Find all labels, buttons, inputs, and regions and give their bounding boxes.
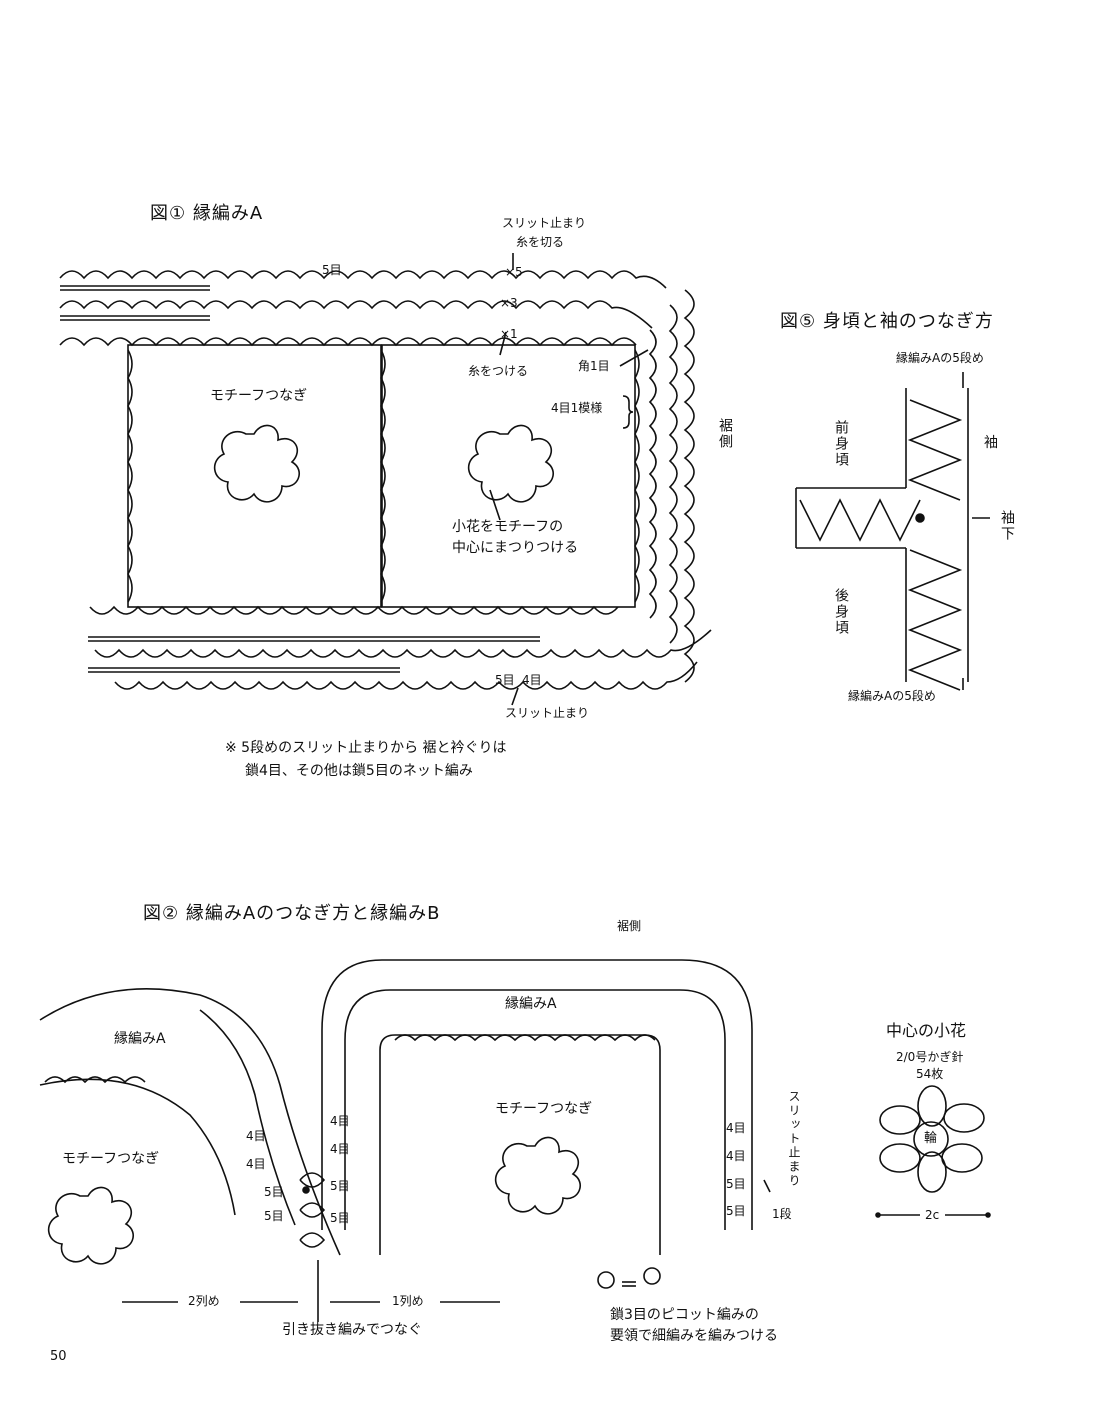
fig1-right-edge-2: [668, 304, 678, 644]
fig2-right-4a: 4目: [330, 1114, 350, 1128]
fig1-pattern-repeat-label: 4目1模様: [551, 401, 603, 415]
fig2-drawing: [39, 959, 771, 1322]
fig1-cut-yarn-label: 糸を切る: [516, 235, 565, 249]
fig1-motif-left: [127, 344, 382, 608]
fig2-far-right-4a: 4目: [726, 1121, 746, 1135]
fig2-edging-center-label: 縁編みA: [505, 996, 557, 1012]
fig2-picot-note-line2: 要領で細編みを編みつける: [610, 1328, 778, 1344]
fig2-join-chain: [299, 1172, 326, 1248]
fig2-center-inner: [379, 1034, 661, 1255]
fig2-motif-center-label: モチーフつなぎ: [495, 1101, 593, 1117]
fig1-bottom-4-label: 4目: [522, 673, 542, 687]
fig1-right-edge-3: [683, 289, 695, 683]
fig1-right-edge-1: [648, 329, 657, 619]
fig5-title: 図⑤ 身頃と袖のつなぎ方: [780, 311, 994, 332]
fig1-top-scallops-2: [59, 300, 653, 329]
fig2-center-outer: [321, 959, 753, 1230]
fig2-flower-left: [47, 1186, 134, 1265]
fig2-column1-label: 1列め: [392, 1294, 424, 1308]
fig5-zigzag-upper: [907, 399, 963, 501]
fig2-picot-note-line1: 鎖3目のピコット編みの: [610, 1307, 759, 1323]
fig1-slit-bottom-label: スリット止まり: [505, 706, 590, 720]
fig2-slit-label: スリット止まり: [787, 1090, 801, 1188]
fig2-left-middle: [39, 1078, 236, 1216]
small-flower-width-label: 2c: [925, 1208, 940, 1222]
fig1-drawing: [59, 253, 712, 706]
fig5-zigzag-horizontal: [799, 498, 921, 542]
fig1-bottom-scallops-3: [114, 661, 698, 690]
fig1-flower-left: [213, 424, 300, 503]
fig5-zigzag-lower: [907, 549, 963, 691]
fig2-left-5a: 5目: [264, 1185, 284, 1199]
fig2-right-5b: 5目: [330, 1211, 350, 1225]
fig2-left-4a: 4目: [246, 1129, 266, 1143]
fig2-far-right-4b: 4目: [726, 1149, 746, 1163]
small-flower-title: 中心の小花: [886, 1021, 967, 1040]
fig1-flower-note-line1: 小花をモチーフの: [452, 519, 564, 535]
fig5-underarm-label: 袖下: [999, 510, 1015, 542]
fig1-top-scallops-3: [59, 337, 637, 347]
fig2-far-right-5a: 5目: [726, 1177, 746, 1191]
fig2-motif-left-label: モチーフつなぎ: [62, 1151, 160, 1167]
fig5-drawing: [795, 372, 990, 691]
fig1-corner-label: 角1目: [578, 359, 610, 373]
fig2-far-right-5b: 5目: [726, 1204, 746, 1218]
fig2-left-outer: [39, 988, 341, 1256]
fig2-right-5a: 5目: [330, 1179, 350, 1193]
fig1-flower-note-line2: 中心にまつりつける: [452, 540, 579, 556]
fig2-hem-side-label: 裾側: [617, 919, 642, 933]
fig5-back-body-label: 後身頃: [833, 588, 849, 636]
fig1-motif-right: [381, 344, 636, 608]
fig2-title: 図② 縁編みAのつなぎ方と縁編みB: [143, 903, 441, 924]
small-flower-count: 54枚: [916, 1067, 944, 1081]
small-flower-ring-label: 輪: [924, 1131, 938, 1146]
fig2-left-5b: 5目: [264, 1209, 284, 1223]
fig1-attach-yarn-label: 糸をつける: [468, 364, 529, 378]
fig5-sleeve-label: 袖: [984, 435, 998, 451]
page-number: 50: [50, 1349, 67, 1364]
fig1-motif-join-label: モチーフつなぎ: [210, 388, 308, 404]
fig2-join-label: 引き抜き編みでつなぐ: [282, 1322, 422, 1338]
fig1-top-scallops-1: [59, 270, 667, 289]
fig5-front-body-label: 前身頃: [833, 420, 849, 468]
small-flower-drawing: [875, 1085, 991, 1218]
fig2-center-mid: [344, 989, 726, 1230]
fig2-left-inner: [199, 1009, 296, 1226]
fig1-bottom-scallops-2: [94, 629, 712, 658]
fig5-top-label: 縁編みAの5段め: [896, 351, 984, 365]
fig2-left-4b: 4目: [246, 1157, 266, 1171]
fig1-slit-top-label: スリット止まり: [502, 216, 587, 230]
fig5-bottom-label: 縁編みAの5段め: [848, 689, 936, 703]
fig1-x1-label: ×1: [500, 327, 518, 341]
fig1-bottom-5-label: 5目: [495, 673, 515, 687]
fig1-note-line1: ※ 5段めのスリット止まりから 裾と衿ぐりは: [225, 740, 507, 756]
fig1-flower-right: [467, 424, 554, 503]
fig2-flower-center: [494, 1136, 581, 1215]
fig1-title: 図① 縁編みA: [150, 203, 264, 224]
fig1-x5-label: ×5: [505, 265, 523, 279]
fig1-note-line2: 鎖4目、その他は鎖5目のネット編み: [245, 763, 473, 779]
fig1-hem-side-label: 裾側: [717, 418, 733, 450]
fig2-row1-label: 1段: [772, 1207, 792, 1221]
fig2-right-4b: 4目: [330, 1142, 350, 1156]
fig2-edging-left-label: 縁編みA: [114, 1031, 166, 1047]
fig1-bottom-scallops-1: [89, 605, 619, 615]
fig2-column2-label: 2列め: [188, 1294, 220, 1308]
fig1-x3-label: ×3: [500, 296, 518, 310]
fig1-row5-label: 5目: [322, 263, 342, 277]
small-flower-hook-size: 2/0号かぎ針: [896, 1050, 964, 1064]
